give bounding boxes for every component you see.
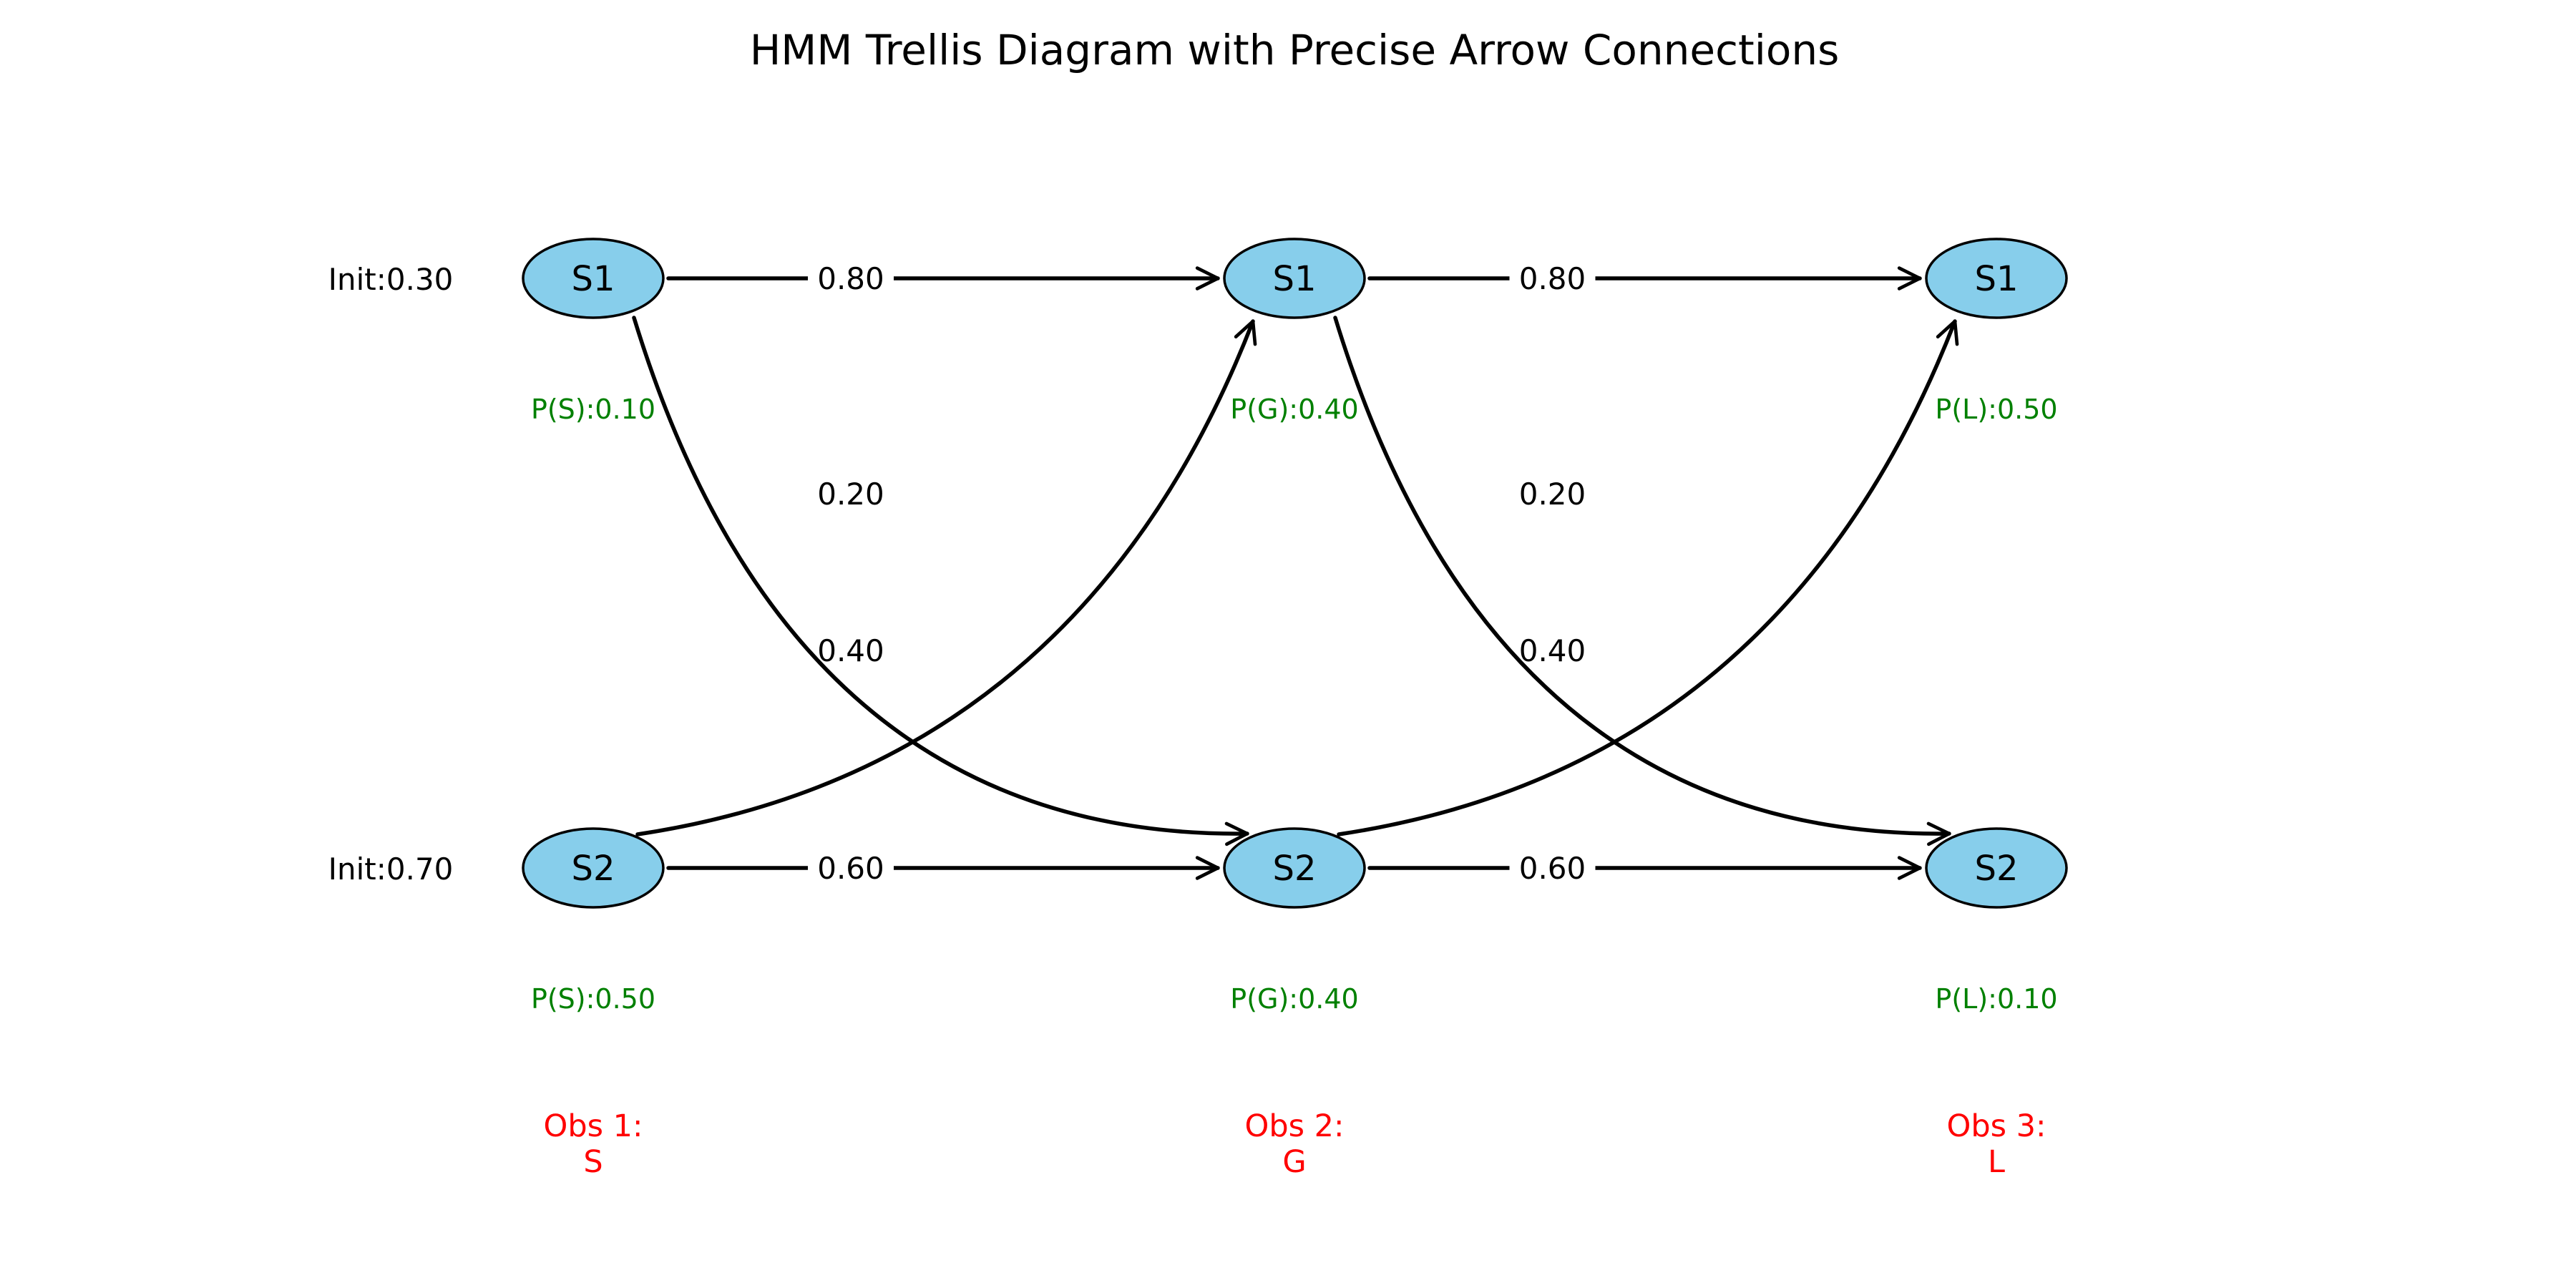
transition-label-bg [808, 258, 894, 298]
init-label-s2: Init:0.70 [328, 852, 454, 887]
edge-t2-s2-to-s1 [1337, 319, 1959, 836]
emission-label-t3-s2: P(L):0.10 [1935, 983, 2057, 1015]
observation-label-t3-line1: Obs 3: [1946, 1108, 2046, 1144]
state-node-label: S2 [571, 849, 615, 889]
state-node-label: S1 [571, 259, 615, 299]
emission-label-t1-s2: P(S):0.50 [531, 983, 655, 1015]
transition-label-bg [1509, 258, 1596, 298]
transition-prob-t2-s2-to-s1: 0.40 [1519, 633, 1586, 668]
state-node-t1-s1: S1 [522, 238, 665, 319]
state-node-ellipse [522, 238, 665, 319]
observation-label-t1-line1: Obs 1: [543, 1108, 643, 1144]
state-node-label: S1 [1974, 259, 2018, 299]
state-node-label: S2 [1272, 849, 1316, 889]
state-node-ellipse [1925, 238, 2068, 319]
observation-label-t1-line2: S [583, 1144, 602, 1180]
state-node-label: S1 [1272, 259, 1316, 299]
diagram-title: HMM Trellis Diagram with Precise Arrow C… [750, 26, 1840, 74]
edge-t1-s1-to-s2 [632, 316, 1249, 847]
edge-t1-s2-to-s1 [635, 319, 1257, 836]
state-node-t2-s2: S2 [1223, 827, 1366, 909]
emission-label-t3-s1: P(L):0.50 [1935, 394, 2057, 425]
transition-prob-t2-s1-to-s2: 0.20 [1519, 477, 1586, 512]
transition-prob-t1-s1-to-s1: 0.80 [817, 261, 884, 296]
observation-label-t2-line2: G [1282, 1144, 1306, 1180]
state-node-ellipse [1223, 827, 1366, 909]
transition-labels-layer: 0.80 0.20 0.40 0.60 0.80 0.20 0.40 0.60 [808, 258, 1596, 888]
observation-label-t2-line1: Obs 2: [1244, 1108, 1344, 1144]
transition-prob-t1-s2-to-s2: 0.60 [817, 851, 884, 886]
transition-label-bg [808, 848, 894, 888]
transition-label-bg [1509, 848, 1596, 888]
init-label-s1: Init:0.30 [328, 262, 454, 297]
emission-label-t2-s2: P(G):0.40 [1230, 983, 1358, 1015]
emission-label-t1-s1: P(S):0.10 [531, 394, 655, 425]
state-node-ellipse [1925, 827, 2068, 909]
state-node-ellipse [522, 827, 665, 909]
emission-label-t2-s1: P(G):0.40 [1230, 394, 1358, 425]
state-node-t1-s2: S2 [522, 827, 665, 909]
state-node-t3-s1: S1 [1925, 238, 2068, 319]
state-node-label: S2 [1974, 849, 2018, 889]
transition-prob-t1-s1-to-s2: 0.20 [817, 477, 884, 512]
edges-layer [632, 266, 1959, 880]
state-node-t3-s2: S2 [1925, 827, 2068, 909]
transition-prob-t2-s2-to-s2: 0.60 [1519, 851, 1586, 886]
edge-t2-s1-to-s2 [1333, 316, 1951, 847]
transition-prob-t2-s1-to-s1: 0.80 [1519, 261, 1586, 296]
transition-prob-t1-s2-to-s1: 0.40 [817, 633, 884, 668]
observation-label-t3-line2: L [1988, 1144, 2005, 1180]
state-node-ellipse [1223, 238, 1366, 319]
state-node-t2-s1: S1 [1223, 238, 1366, 319]
